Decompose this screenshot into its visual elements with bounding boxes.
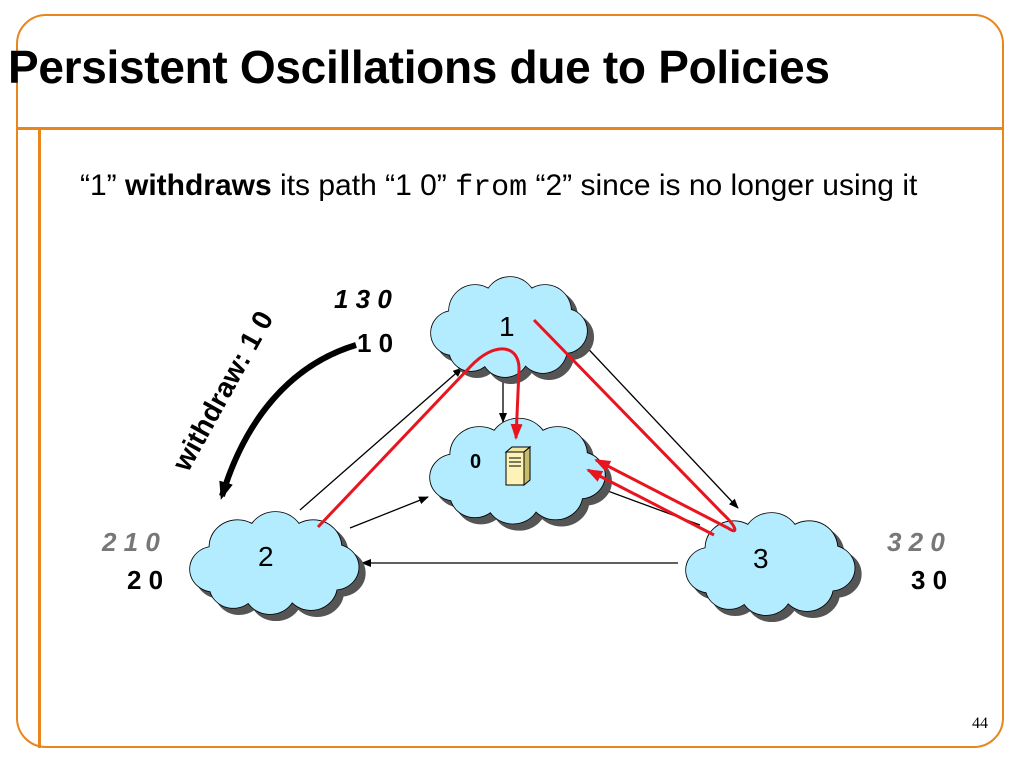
body-text-part1: “1”	[80, 169, 125, 202]
node-3-label: 3	[753, 543, 769, 574]
node-2-label: 2	[258, 541, 274, 572]
body-text-mono: from	[455, 171, 528, 205]
slide-frame	[16, 14, 1004, 748]
node-2-preferred-path: 2 1 0	[101, 527, 160, 557]
body-text-part2: its path “1 0”	[271, 169, 456, 202]
left-accent-bar	[38, 128, 41, 748]
slide-title: Persistent Oscillations due to Policies	[8, 41, 830, 93]
link-2-to-0	[349, 496, 429, 529]
node-3-current-path: 3 0	[911, 565, 947, 595]
red-routing-paths	[316, 318, 737, 537]
withdraw-arrow	[219, 342, 357, 500]
node-3-preferred-path: 3 2 0	[887, 527, 945, 557]
body-text-bold: withdraws	[125, 169, 272, 202]
node-1-preferred-path: 1 3 0	[334, 284, 392, 314]
slide-body-text: “1” withdraws its path “1 0” from “2” si…	[80, 163, 960, 211]
link-2-to-1	[299, 367, 463, 511]
withdraw-label: withdraw: 1 0	[166, 306, 280, 477]
path-1-via-3-to-0	[532, 318, 737, 533]
node-1-label: 1	[499, 311, 515, 342]
path-3-to-0	[586, 468, 715, 537]
node-0-label: 0	[470, 451, 481, 473]
node-2-current-path: 2 0	[127, 565, 163, 595]
server-icon	[504, 445, 532, 487]
link-1-to-3	[577, 337, 739, 509]
cloud-node-3	[685, 512, 862, 623]
path-2-via-1-to-0	[316, 347, 523, 529]
node-1-current-path: 1 0	[357, 328, 393, 358]
cloud-node-2	[189, 511, 366, 622]
page-number: 44	[972, 715, 988, 732]
body-text-part3: “2” since is no longer using it	[527, 169, 918, 202]
title-divider	[16, 127, 1004, 130]
